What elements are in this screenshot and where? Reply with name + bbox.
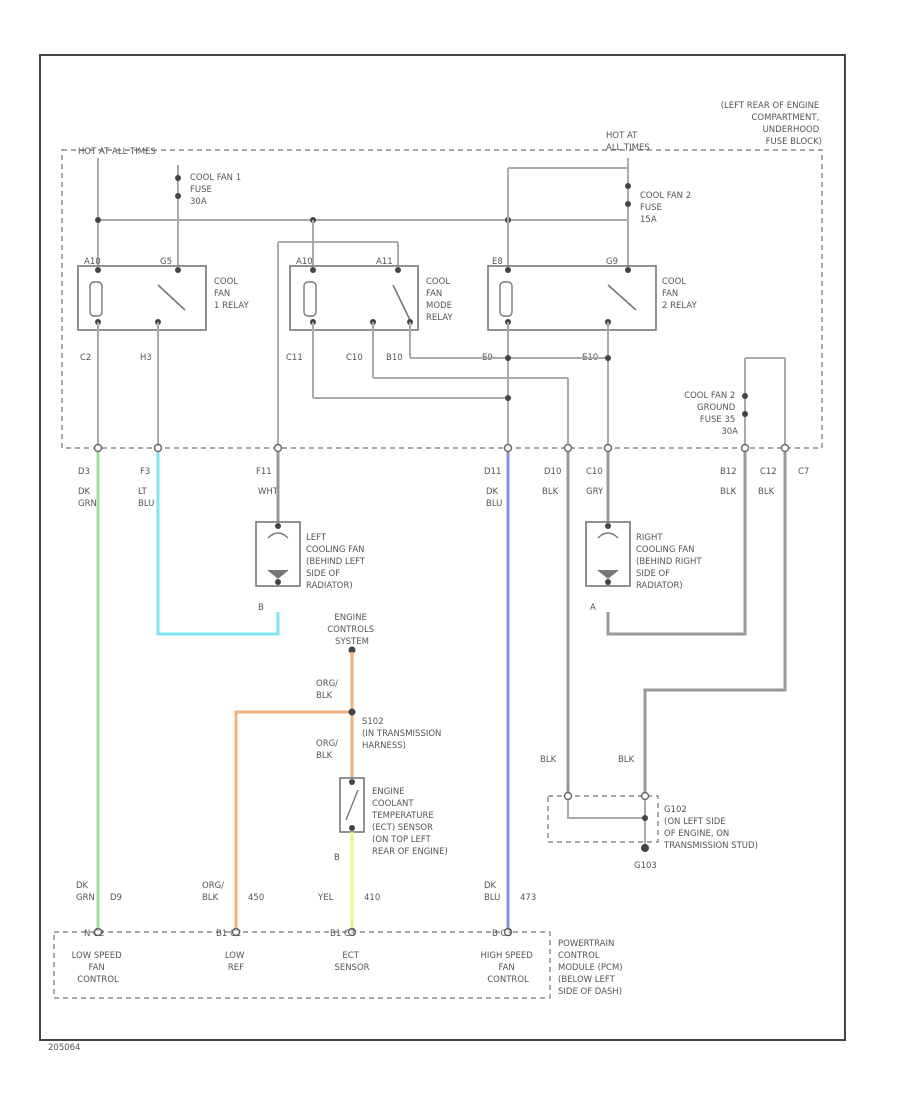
- engine-controls-terminal: [348, 646, 356, 654]
- relay1-label: COOL FAN 1 RELAY: [214, 277, 249, 311]
- splice-label: S102 (IN TRANSMISSION HARNESS): [362, 717, 444, 751]
- footer-code: 205064: [48, 1043, 80, 1053]
- fuse1-terminal-top: [175, 175, 181, 181]
- left-cooling-fan: [255, 521, 301, 587]
- pcm-pin-450: 450: [248, 893, 264, 903]
- relay2-pin-e8: E8: [492, 257, 503, 267]
- wire-color-org-blk-3: ORG/ BLK: [202, 881, 227, 903]
- pcm-low-speed-label: LOW SPEED FAN CONTROL: [72, 951, 125, 985]
- mode-relay-pin-a11: A11: [376, 257, 393, 267]
- pcm-terminals: [93, 927, 513, 937]
- pcm-connector-2: B1 C2: [216, 929, 241, 939]
- wire-color-lt-blu: LT BLU: [138, 487, 154, 509]
- ground-id-label: G103: [634, 861, 657, 871]
- connector-pin-f11: F11: [256, 467, 272, 477]
- pcm-pin-473: 473: [520, 893, 536, 903]
- engine-controls-label: ENGINE CONTROLS SYSTEM: [327, 613, 377, 647]
- wire-color-blk2: BLK: [720, 487, 737, 497]
- relay2-label: COOL FAN 2 RELAY: [662, 277, 697, 311]
- connector-pin-d3: D3: [78, 467, 90, 477]
- right-fan-label: RIGHT COOLING FAN (BEHIND RIGHT SIDE OF …: [636, 533, 704, 591]
- fuse2-terminal-top: [625, 183, 631, 189]
- connector-pin-c12: C12: [760, 467, 777, 477]
- ground-label: G102 (ON LEFT SIDE OF ENGINE, ON TRANSMI…: [663, 805, 758, 851]
- pcm-connector-3: B1 C3: [330, 929, 355, 939]
- wire-color-dk-grn-bottom: DK GRN: [76, 881, 95, 903]
- cool-fan-mode-relay: [289, 265, 419, 331]
- wire-color-wht: WHT: [258, 487, 279, 497]
- cool-fan-1-relay: [77, 265, 207, 331]
- connector-pin-d10: D10: [544, 467, 561, 477]
- mode-relay-label: COOL FAN MODE RELAY: [426, 277, 455, 323]
- wire-color-blk-left: BLK: [540, 755, 557, 765]
- wire-color-blk-right: BLK: [618, 755, 635, 765]
- fuse2-label: COOL FAN 2 FUSE 15A: [640, 191, 694, 225]
- fuse2-terminal-bottom: [625, 201, 631, 207]
- ect-sensor-label: ENGINE COOLANT TEMPERATURE (ECT) SENSOR …: [371, 787, 448, 857]
- s102-splice: [348, 708, 356, 716]
- ground-fuse-terminal-bottom: [742, 411, 748, 417]
- right-cooling-fan: [585, 521, 631, 587]
- g102-ground-boundary: [547, 795, 659, 843]
- wire-color-gry: GRY: [586, 487, 604, 497]
- mode-relay-pin-a10: A10: [296, 257, 313, 267]
- lt-blu-wire: [156, 452, 280, 636]
- wire-color-org-blk-1: ORG/ BLK: [316, 679, 341, 701]
- left-fan-label: LEFT COOLING FAN (BEHIND LEFT SIDE OF RA…: [306, 533, 368, 591]
- connector-pin-c7: C7: [798, 467, 809, 477]
- wire-color-yel: YEL: [317, 893, 334, 903]
- fuse-block-boundary: [61, 149, 823, 449]
- svg-text:C2: C2: [80, 353, 91, 363]
- wire-color-blk3: BLK: [758, 487, 775, 497]
- pcm-boundary: [53, 931, 551, 999]
- pcm-label: POWERTRAIN CONTROL MODULE (PCM) (BELOW L…: [558, 939, 625, 997]
- hot-at-all-times-right: HOT AT ALL TIMES: [606, 131, 650, 153]
- connector-pin-c10: C10: [586, 467, 603, 477]
- relay2-pin-g9: G9: [606, 257, 618, 267]
- pcm-ect-label: ECT SENSOR: [334, 951, 369, 973]
- relay1-pin-a10: A10: [84, 257, 101, 267]
- left-fan-pin-b: B: [258, 603, 264, 613]
- diagram-frame: [39, 54, 846, 1041]
- ground-fuse-label: COOL FAN 2 GROUND FUSE 35 30A: [684, 391, 738, 437]
- ground-terminals: [563, 791, 650, 801]
- svg-text:B10: B10: [386, 353, 403, 363]
- pcm-high-speed-label: HIGH SPEED FAN CONTROL: [480, 951, 535, 985]
- wire-color-blk: BLK: [542, 487, 559, 497]
- pcm-pin-d9: D9: [110, 893, 122, 903]
- wire-color-dk-blu: DK BLU: [486, 487, 502, 509]
- connector-pin-b12: B12: [720, 467, 737, 477]
- pcm-connector-4: B C3: [492, 929, 512, 939]
- org-blk-wire-left: [234, 710, 352, 930]
- g103-ground-point: [641, 844, 649, 852]
- wire-color-org-blk-2: ORG/ BLK: [316, 739, 341, 761]
- ect-sensor: [339, 777, 365, 833]
- wire-color-dk-grn: DK GRN: [78, 487, 97, 509]
- connector-pin-d11: D11: [484, 467, 501, 477]
- pcm-pin-410: 410: [364, 893, 380, 903]
- hot-at-all-times-left: HOT AT ALL TIMES: [78, 147, 156, 157]
- svg-text:C11: C11: [286, 353, 303, 363]
- pcm-connector-1: N C2: [84, 929, 104, 939]
- wire-color-dk-blu-bottom: DK BLU: [484, 881, 500, 903]
- fuse-block-label: (LEFT REAR OF ENGINE COMPARTMENT, UNDERH…: [721, 101, 822, 147]
- fuse-block-connector-terminals: [93, 443, 790, 453]
- ground-fuse-terminal-top: [742, 393, 748, 399]
- cool-fan-2-relay: [487, 265, 657, 331]
- connector-pin-f3: F3: [140, 467, 150, 477]
- pcm-low-ref-label: LOW REF: [225, 951, 247, 973]
- ect-pin-b: B: [334, 853, 340, 863]
- relay1-pin-g5: G5: [160, 257, 172, 267]
- right-fan-pin-a: A: [590, 603, 596, 613]
- fuse1-terminal-bottom: [175, 193, 181, 199]
- svg-text:C10: C10: [346, 353, 363, 363]
- svg-text:H3: H3: [140, 353, 152, 363]
- fuse1-label: COOL FAN 1 FUSE 30A: [190, 173, 244, 207]
